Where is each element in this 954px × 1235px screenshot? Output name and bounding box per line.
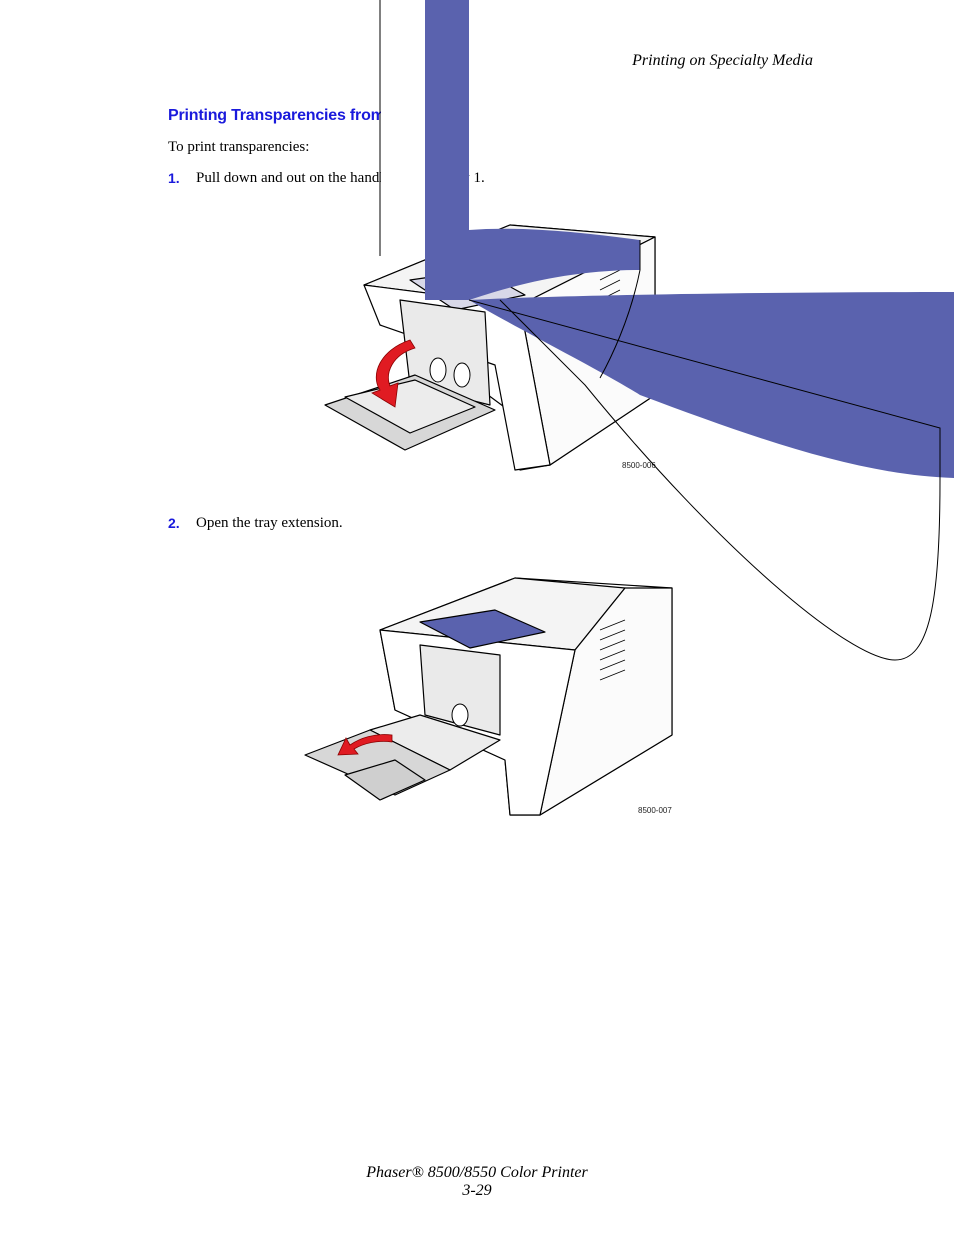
step-2: 2. Open the tray extension. xyxy=(168,515,568,535)
step-text: Open the tray extension. xyxy=(196,515,343,531)
figure-1-label: 8500-006 xyxy=(622,461,656,470)
step-number: 2. xyxy=(168,515,180,531)
footer-product: Phaser® 8500/8550 Color Printer xyxy=(366,1164,588,1181)
step-number: 1. xyxy=(168,170,180,186)
section-title: Printing Transparencies from xyxy=(168,107,385,124)
running-header: Printing on Specialty Media xyxy=(632,52,813,69)
footer-page-number: 3-29 xyxy=(462,1182,492,1199)
pull-down-arrow-icon xyxy=(371,339,416,408)
figure-2-label: 8500-007 xyxy=(638,806,672,815)
footer: Phaser® 8500/8550 Color Printer 3-29 xyxy=(300,1164,654,1200)
extend-tray-arrow-icon xyxy=(337,734,393,756)
figure-2-printer-illustration xyxy=(304,577,673,816)
intro-text: To print transparencies: xyxy=(168,139,310,155)
